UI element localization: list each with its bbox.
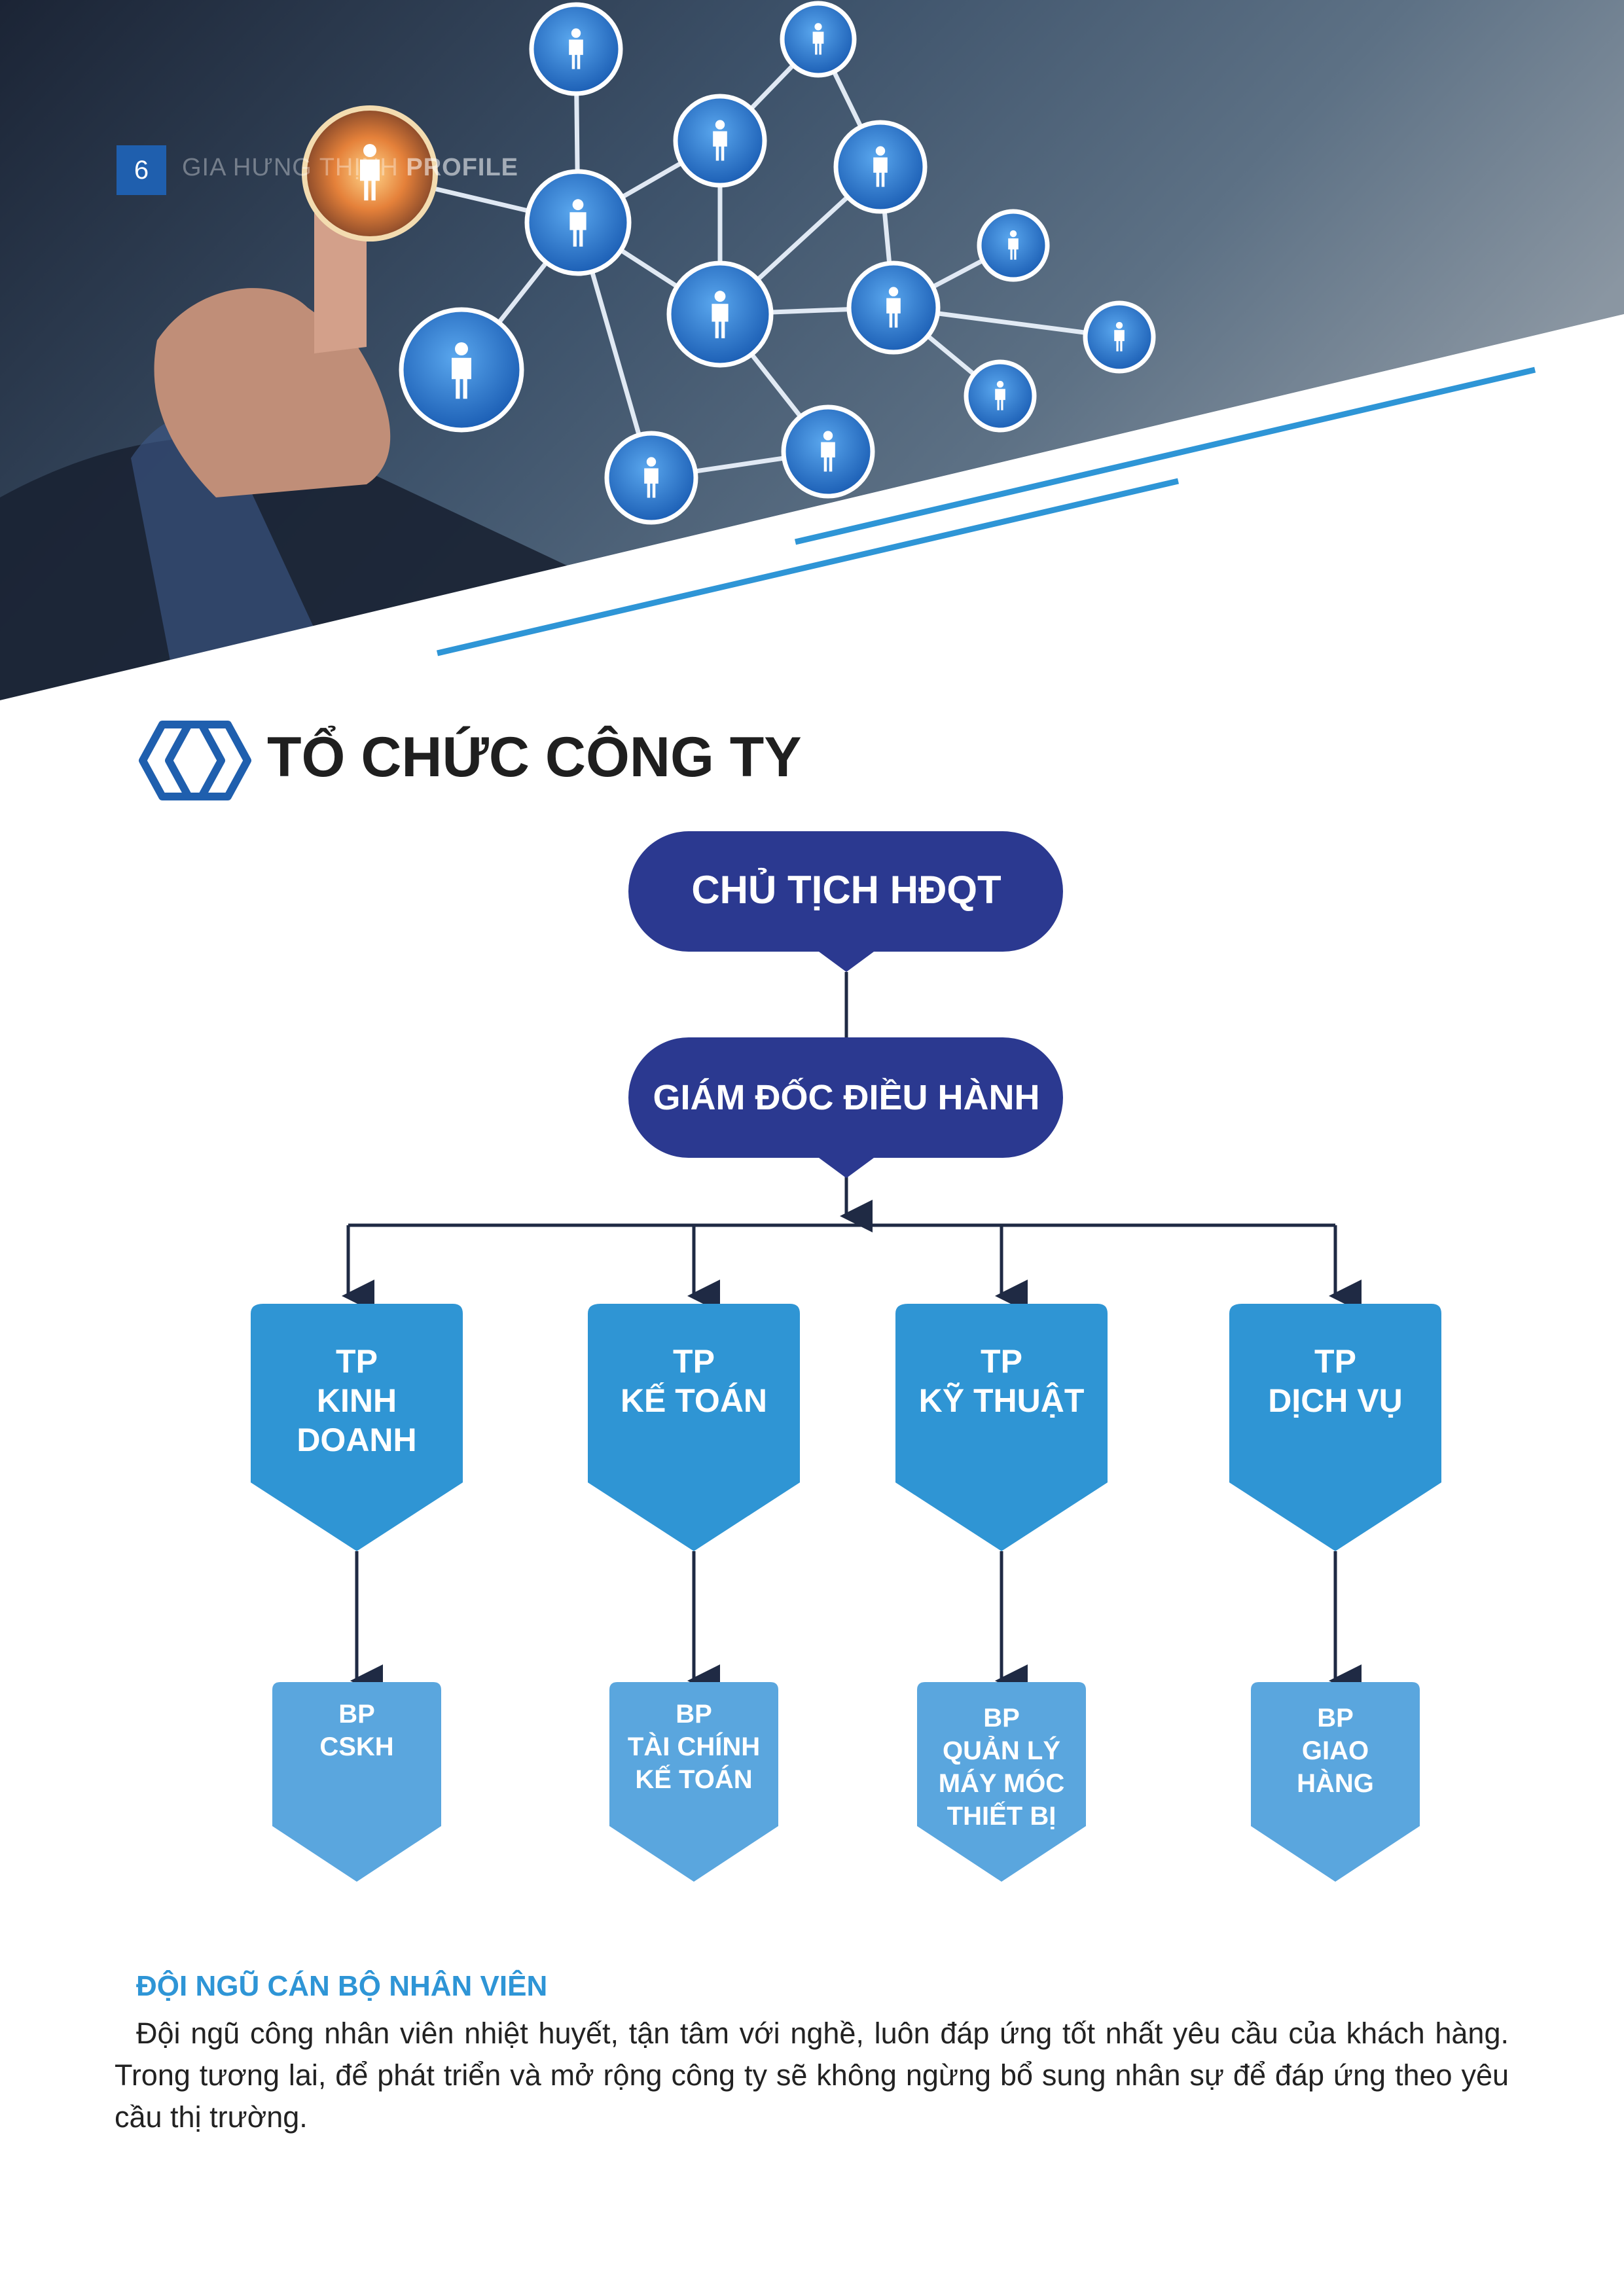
- staff-section-text: Đội ngũ công nhân viên nhiệt huyết, tận …: [115, 2017, 1509, 2134]
- tp-kinh-doanh-label: TP KINH DOANH: [251, 1342, 463, 1460]
- bp-cskh-line-2: CSKH: [319, 1732, 394, 1761]
- bp-tai-chinh-label: BP TÀI CHÍNH KẾ TOÁN: [609, 1698, 778, 1796]
- header-brand: GIA HƯNG THỊNH PROFILE: [182, 154, 518, 182]
- header-brand-name: GIA HƯNG THỊNH: [182, 154, 399, 181]
- tp-ke-toan-line-1: TP: [673, 1343, 715, 1380]
- hexagon-logo-icon: [139, 721, 251, 800]
- org-chart: CHỦ TỊCH HĐQT GIÁM ĐỐC ĐIỀU HÀNH: [251, 831, 1441, 1882]
- connectors: [342, 972, 1362, 1697]
- ceo-node: GIÁM ĐỐC ĐIỀU HÀNH: [628, 1037, 1063, 1178]
- bp-giao-hang-line-2: GIAO: [1301, 1736, 1369, 1765]
- hero-network-image: [0, 0, 1624, 700]
- tp-ke-toan-line-2: KẾ TOÁN: [620, 1382, 768, 1419]
- tp-kinh-doanh-line-2: KINH: [316, 1382, 397, 1419]
- bp-cards: [272, 1682, 1420, 1882]
- bp-card-tai-chinh: [609, 1682, 778, 1882]
- tp-kinh-doanh-line-3: DOANH: [297, 1422, 417, 1458]
- tp-card-kinh-doanh: [251, 1304, 463, 1551]
- tp-ke-toan-label: TP KẾ TOÁN: [588, 1342, 800, 1420]
- bp-cskh-label: BP CSKH: [272, 1698, 441, 1763]
- tp-ky-thuat-line-1: TP: [981, 1343, 1022, 1380]
- tp-dich-vu-label: TP DỊCH VỤ: [1229, 1342, 1441, 1420]
- tp-card-dich-vu: [1229, 1304, 1441, 1551]
- bp-card-quan-ly: [917, 1682, 1086, 1882]
- bp-tai-chinh-line-1: BP: [676, 1700, 712, 1729]
- chairman-node: CHỦ TỊCH HĐQT: [628, 831, 1063, 972]
- tp-cards: [251, 1304, 1441, 1551]
- tp-kinh-doanh-line-1: TP: [336, 1343, 378, 1380]
- section-title: TỔ CHỨC CÔNG TY: [267, 726, 802, 789]
- tp-dich-vu-line-1: TP: [1314, 1343, 1356, 1380]
- header-brand-bold: PROFILE: [406, 154, 519, 181]
- staff-section-title: ĐỘI NGŨ CÁN BỘ NHÂN VIÊN: [136, 1970, 548, 2002]
- bp-card-cskh: [272, 1682, 441, 1882]
- bp-cskh-line-1: BP: [338, 1700, 375, 1729]
- tp-ky-thuat-line-2: KỸ THUẬT: [918, 1382, 1085, 1419]
- page-number: 6: [117, 145, 166, 195]
- bp-card-giao-hang: [1251, 1682, 1420, 1882]
- chairman-label: CHỦ TỊCH HĐQT: [691, 868, 1001, 912]
- bp-giao-hang-label: BP GIAO HÀNG: [1251, 1702, 1420, 1800]
- tp-card-ky-thuat: [895, 1304, 1108, 1551]
- tp-dich-vu-line-2: DỊCH VỤ: [1268, 1382, 1403, 1419]
- bp-giao-hang-line-1: BP: [1317, 1704, 1354, 1732]
- bp-quan-ly-label: BP QUẢN LÝ MÁY MÓC THIẾT BỊ: [917, 1702, 1086, 1833]
- bp-tai-chinh-line-3: KẾ TOÁN: [635, 1765, 753, 1794]
- bp-quan-ly-line-4: THIẾT BỊ: [947, 1802, 1056, 1831]
- tp-card-ke-toan: [588, 1304, 800, 1551]
- tp-ky-thuat-label: TP KỸ THUẬT: [895, 1342, 1108, 1420]
- ceo-label: GIÁM ĐỐC ĐIỀU HÀNH: [653, 1078, 1040, 1117]
- bp-tai-chinh-line-2: TÀI CHÍNH: [627, 1732, 761, 1761]
- bp-quan-ly-line-2: QUẢN LÝ: [943, 1736, 1060, 1765]
- bp-quan-ly-line-1: BP: [983, 1704, 1020, 1732]
- bp-quan-ly-line-3: MÁY MÓC: [938, 1769, 1065, 1798]
- bp-giao-hang-line-3: HÀNG: [1297, 1769, 1374, 1798]
